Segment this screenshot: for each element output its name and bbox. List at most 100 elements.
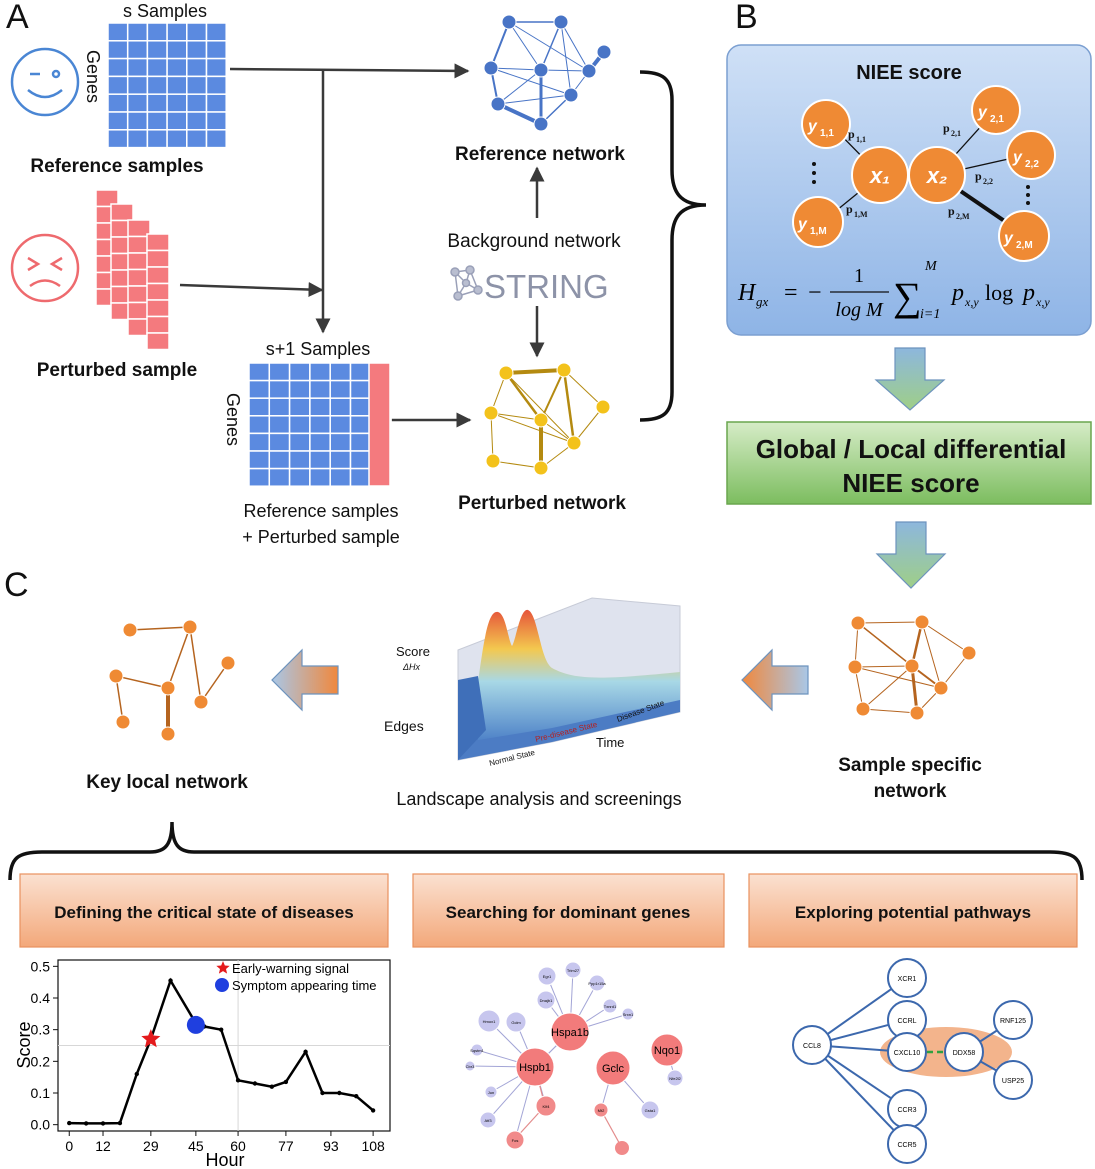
matrix-cell [248, 362, 271, 382]
gene-label-small: Gsta1 [645, 1108, 656, 1113]
x-tick-label: 0 [65, 1138, 73, 1154]
perturbed-cell [146, 233, 170, 252]
matrix-cell [186, 40, 208, 60]
network-node [193, 694, 209, 710]
pathway-label: CCL8 [803, 1043, 821, 1050]
matrix-cell [146, 40, 168, 60]
x-tick-label: 60 [230, 1138, 246, 1154]
matrix-cell [309, 362, 331, 382]
down-arrow-1 [874, 347, 946, 411]
differential-line-2: NIEE score [842, 468, 979, 498]
node-y11: y 1,1 [801, 99, 851, 149]
warning-marker [141, 1029, 161, 1048]
happy-face-icon [10, 47, 80, 117]
pathway-node [887, 958, 927, 998]
matrix-cell [126, 75, 149, 95]
network-node [533, 116, 549, 132]
network-node [160, 726, 176, 742]
formula-lhs: H [737, 280, 757, 306]
node-x2: x₂ [908, 146, 966, 204]
matrix-cell [146, 22, 168, 42]
network-node [501, 14, 517, 30]
matrix-cell [248, 467, 271, 487]
matrix-cell [329, 362, 352, 382]
network-edge [505, 368, 565, 375]
network-node [563, 87, 579, 103]
differential-line-1: Global / Local differential [756, 434, 1067, 464]
matrix-cell [107, 75, 129, 95]
perturbed-cell [146, 315, 170, 334]
matrix-cell [146, 57, 168, 78]
gene-hub-label: Hspb1 [519, 1062, 551, 1074]
perturbed-network-label: Perturbed network [458, 493, 626, 514]
network-edge [129, 626, 191, 631]
score-point [100, 1121, 106, 1126]
node-x2-label: x₂ [926, 163, 948, 188]
genes-label-2: Genes [223, 393, 243, 446]
score-point [370, 1108, 376, 1113]
matrix-cell [248, 432, 271, 452]
network-node [553, 14, 569, 30]
gene-hub-node [515, 1047, 555, 1087]
svg-text:y: y [977, 104, 988, 121]
svg-text:2,1: 2,1 [951, 129, 961, 138]
network-edge [490, 412, 494, 462]
matrix-cell [288, 432, 311, 452]
gene-label-small: Srxn1 [623, 1012, 634, 1017]
matrix-cell [205, 40, 227, 60]
network-edge [508, 21, 542, 71]
x-tick-label: 29 [143, 1138, 159, 1154]
svg-text:y: y [1012, 149, 1023, 166]
sad-face-icon [10, 233, 80, 303]
s-samples-label: s Samples [123, 1, 207, 21]
gene-label-small: Atf3 [484, 1118, 492, 1123]
gene-node-small [615, 1141, 629, 1155]
matrix-cell [126, 93, 149, 113]
svg-text:1,1: 1,1 [820, 128, 834, 139]
perturbed-cell [146, 249, 170, 268]
matrix-cell [248, 450, 271, 470]
network-node [498, 365, 514, 381]
gene-node-small [536, 990, 556, 1010]
matrix-cell [205, 111, 227, 131]
score-point [303, 1049, 308, 1055]
gene-hub-label: Nqo1 [654, 1045, 680, 1057]
network-edge [508, 21, 590, 72]
svg-text:2,1: 2,1 [990, 114, 1004, 125]
matrix-cell [166, 75, 188, 95]
app-title-3: Exploring potential pathways [795, 903, 1031, 922]
svg-text:=: = [784, 280, 798, 306]
pathway-label: DDX58 [953, 1050, 976, 1057]
matrix-cell [107, 93, 129, 113]
matrix-cell [166, 129, 188, 149]
gene-node-small [505, 1130, 525, 1150]
node-x1: x₁ [851, 146, 909, 204]
matrix-cell [107, 129, 129, 149]
gene-node-small [593, 1102, 609, 1118]
matrix-cell [288, 362, 311, 382]
reference-network-label: Reference network [455, 144, 625, 165]
matrix-cell [205, 93, 227, 113]
gene-label-small: Hmox1 [483, 1019, 496, 1024]
matrix-cell [107, 40, 129, 60]
network-node [490, 96, 506, 112]
pathway-label: CCR5 [897, 1142, 916, 1149]
pathway-node [887, 1032, 927, 1072]
app-title-2: Searching for dominant genes [446, 903, 691, 922]
gene-label-small: Egr1 [543, 974, 552, 979]
network-edge [200, 662, 229, 703]
symptom-marker [186, 1015, 205, 1034]
matrix-cell [309, 432, 331, 452]
background-network-label: Background network [447, 231, 621, 252]
matrix-cell [186, 93, 208, 113]
legend-label-2: Symptom appearing time [232, 978, 377, 993]
network-edge [560, 21, 572, 96]
pathway-edge [811, 1044, 908, 1145]
network-edge [857, 621, 923, 624]
score-point [269, 1084, 275, 1089]
score-point [354, 1093, 359, 1099]
network-node [108, 668, 124, 684]
matrix-cell [329, 397, 352, 417]
matrix-cell [268, 432, 291, 452]
score-point [337, 1090, 342, 1096]
